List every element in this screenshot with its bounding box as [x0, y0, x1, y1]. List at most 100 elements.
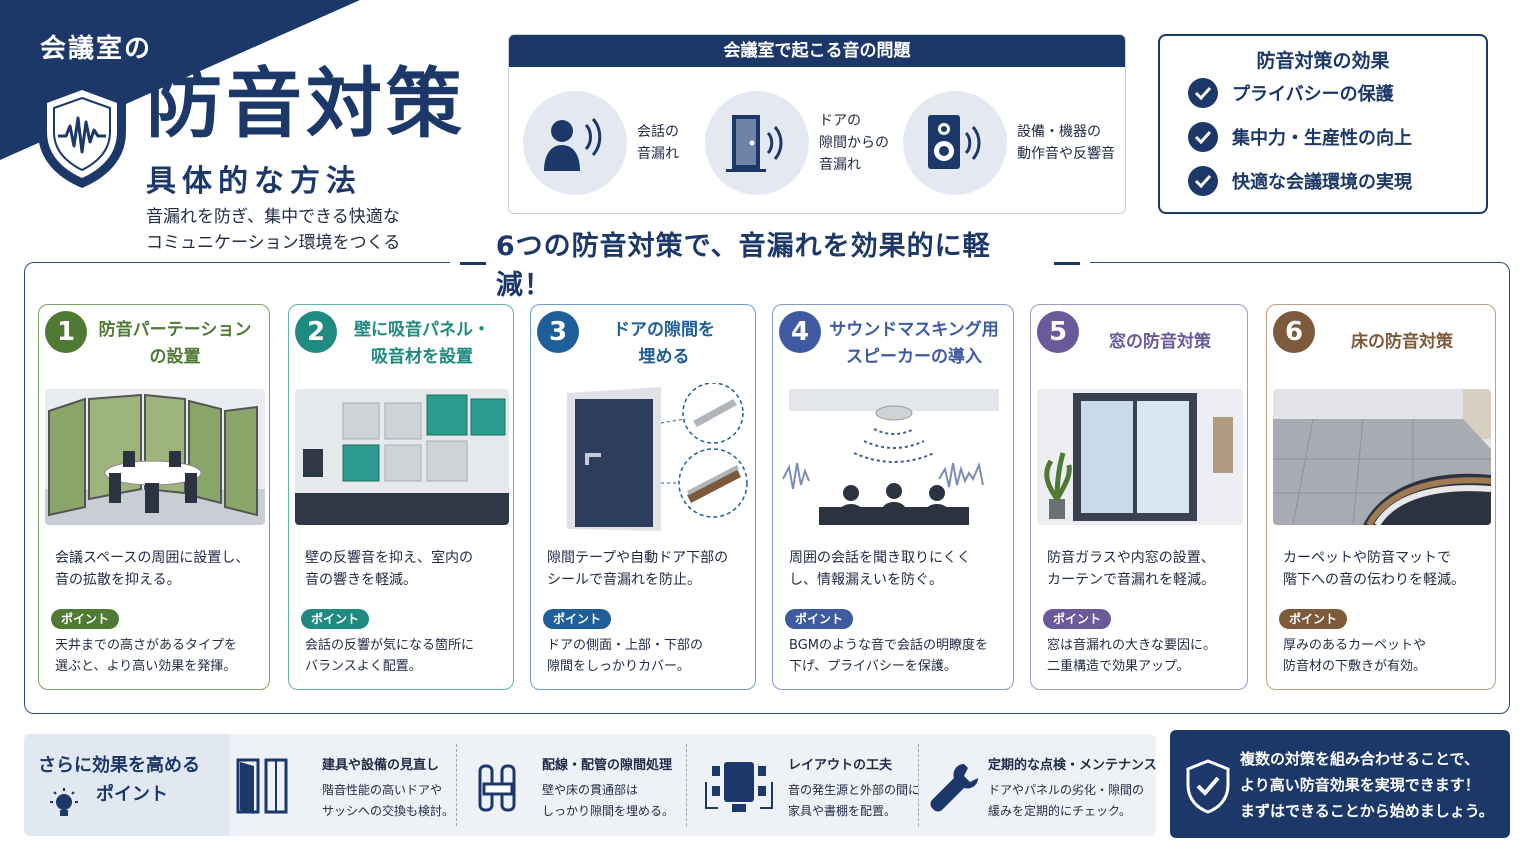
problem-item: 設備・機器の 動作音や反響音 — [903, 91, 1115, 195]
tip-text-line: 階音性能の高いドアや — [322, 783, 443, 797]
door-seal-illustration — [537, 383, 751, 533]
measure-description-line: 会議スペースの周囲に設置し、 — [55, 550, 250, 566]
tip-divider — [686, 744, 687, 826]
tip-divider — [456, 744, 457, 826]
measure-point-line: 天井までの高さがあるタイプを — [55, 638, 238, 653]
measure-point-line: BGMのような音で会話の明瞭度を — [789, 638, 988, 653]
measure-title-line: の設置 — [149, 347, 201, 367]
partition-illustration — [45, 389, 265, 525]
problem-label-line: ドアの — [819, 113, 861, 129]
effect-item: 快適な会議環境の実現 — [1188, 166, 1412, 196]
final-callout: 複数の対策を組み合わせることで、 より高い防音効果を実現できます！ まずはできる… — [1170, 730, 1510, 838]
measure-description-line: シールで音漏れを防止。 — [547, 572, 701, 588]
final-callout-line: まずはできることから始めましょう。 — [1240, 802, 1494, 820]
measure-point-line: 会話の反響が気になる箇所に — [305, 638, 475, 653]
problem-label-line: 設備・機器の — [1017, 124, 1101, 140]
measure-description: 防音ガラスや内窓の設置、 カーテンで音漏れを軽減。 — [1047, 547, 1239, 591]
measure-description-line: 周囲の会話を聞き取りにくく — [789, 550, 971, 566]
tip-text-line: サッシへの交換も検討。 — [322, 804, 455, 818]
problem-label-line: 音漏れ — [637, 146, 679, 162]
effect-label: 快適な会議環境の実現 — [1232, 172, 1412, 193]
measure-point: 厚みのあるカーペットや 防音材の下敷きが有効。 — [1283, 635, 1487, 677]
measure-description-line: 壁の反響音を抑え、室内の — [305, 550, 473, 566]
final-callout-line: より高い防音効果を実現できます！ — [1240, 776, 1480, 794]
point-badge: ポイント — [1279, 609, 1348, 629]
shield-soundwave-icon — [38, 80, 126, 188]
door-icon — [236, 758, 288, 814]
tip-text-line: ドアやパネルの劣化・隙間の — [988, 783, 1145, 797]
tip-text-line: 壁や床の貫通部は — [542, 783, 639, 797]
measure-description: カーペットや防音マットで 階下への音の伝わりを軽減。 — [1283, 547, 1487, 591]
problem-label: 会話の 音漏れ — [637, 121, 679, 165]
tagline: 音漏れを防ぎ、集中できる快適な コミュニケーション環境をつくる — [146, 204, 400, 256]
problem-label-line: 動作音や反響音 — [1017, 146, 1115, 162]
final-callout-text: 複数の対策を組み合わせることで、 より高い防音効果を実現できます！ まずはできる… — [1240, 746, 1494, 824]
measure-number: 6 — [1273, 311, 1315, 353]
measure-card-door-gap: 3 ドアの隙間を 埋める 隙間テープや自動ドア下部の シールで音漏れを防止。 ポ… — [530, 304, 756, 690]
measure-card-sound-masking: 4 サウンドマスキング用 スピーカーの導入 周囲の会話を聞き取りにくく し、情報… — [772, 304, 1014, 690]
tip-item: 配線・配管の隙間処理 壁や床の貫通部は しっかり隙間を埋める。 — [464, 734, 686, 836]
problem-label-line: 隙間からの — [819, 135, 889, 151]
effect-item: プライバシーの保護 — [1188, 78, 1394, 108]
measure-card-window: 5 窓の防音対策 防音ガラスや内窓の設置、 カーテンで音漏れを軽減。 ポイント … — [1030, 304, 1248, 690]
measure-title-line: スピーカーの導入 — [846, 347, 982, 367]
extra-tips-panel: さらに効果を高める ポイント 建具や設備の見直し 階音性能の高いドアや サッシへ… — [24, 734, 1157, 836]
measure-card-floor: 6 床の防音対策 カーペットや防音マットで 階下への音の伝わりを軽減。 ポイント… — [1266, 304, 1496, 690]
measure-point-line: 防音材の下敷きが有効。 — [1283, 659, 1427, 674]
tagline-line: 音漏れを防ぎ、集中できる快適な — [146, 207, 400, 227]
measure-point-line: ドアの側面・上部・下部の — [547, 638, 704, 653]
problem-item: 会話の 音漏れ — [523, 91, 679, 195]
measure-title: ドアの隙間を 埋める — [579, 317, 749, 371]
tip-text-line: しっかり隙間を埋める。 — [542, 804, 675, 818]
check-icon — [1188, 166, 1218, 196]
tagline-line: コミュニケーション環境をつくる — [146, 233, 401, 253]
problem-label: ドアの 隙間からの 音漏れ — [819, 110, 889, 176]
tip-divider — [918, 744, 919, 826]
measure-number: 2 — [295, 311, 337, 353]
measure-description: 周囲の会話を聞き取りにくく し、情報漏えいを防ぐ。 — [789, 547, 1005, 591]
measure-title: 防音パーテーション の設置 — [87, 317, 263, 371]
measure-title: 窓の防音対策 — [1079, 329, 1241, 356]
measure-description: 隙間テープや自動ドア下部の シールで音漏れを防止。 — [547, 547, 747, 591]
final-callout-line: 複数の対策を組み合わせることで、 — [1240, 750, 1479, 768]
effect-item: 集中力・生産性の向上 — [1188, 122, 1412, 152]
measure-point-line: 隙間をしっかりカバー。 — [547, 659, 690, 674]
measure-title-line: ドアの隙間を — [613, 320, 715, 340]
extra-tips-title: さらに効果を高める — [38, 755, 200, 776]
point-badge: ポイント — [301, 609, 370, 629]
measure-point-line: 窓は音漏れの大きな要因に。 — [1047, 638, 1217, 653]
measure-title-line: 窓の防音対策 — [1109, 332, 1211, 352]
pipe-icon — [478, 764, 516, 812]
measure-description-line: カーテンで音漏れを軽減。 — [1047, 572, 1215, 588]
measure-number: 1 — [45, 311, 87, 353]
measure-point: 会話の反響が気になる箇所に バランスよく配置。 — [305, 635, 505, 677]
measure-number: 5 — [1037, 311, 1079, 353]
measure-description: 会議スペースの周囲に設置し、 音の拡散を抑える。 — [55, 547, 261, 591]
speaker-icon — [903, 91, 1007, 195]
tip-text: 階音性能の高いドアや サッシへの交換も検討。 — [322, 780, 454, 822]
measure-description-line: し、情報漏えいを防ぐ。 — [789, 572, 943, 588]
effects-panel: 防音対策の効果 プライバシーの保護 集中力・生産性の向上 快適な会議環境の実現 — [1158, 34, 1488, 214]
measure-title-line: 壁に吸音パネル・ — [354, 320, 490, 340]
extra-tips-label: さらに効果を高める ポイント — [24, 734, 230, 836]
sound-problems-panel: 会議室で起こる音の問題 会話の 音漏れ — [508, 34, 1126, 214]
measures-headline: 6つの防音対策で、音漏れを効果的に軽減！ — [450, 231, 1090, 301]
measure-title-line: 床の防音対策 — [1351, 332, 1453, 352]
point-badge: ポイント — [51, 609, 120, 629]
page-title: 防音対策 — [146, 59, 466, 148]
sound-problems-title: 会議室で起こる音の問題 — [509, 35, 1125, 67]
effect-label: プライバシーの保護 — [1232, 84, 1394, 105]
problem-item: ドアの 隙間からの 音漏れ — [705, 91, 889, 195]
headline-dash — [460, 261, 486, 265]
measure-title-line: 吸音材を設置 — [371, 347, 473, 367]
measure-point-line: 下げ、プライバシーを保護。 — [789, 659, 957, 674]
problem-label: 設備・機器の 動作音や反響音 — [1017, 121, 1115, 165]
measure-point-line: 厚みのあるカーペットや — [1283, 638, 1427, 653]
tip-title: レイアウトの工夫 — [788, 758, 893, 773]
check-icon — [1188, 78, 1218, 108]
page-title-sub: 具体的な方法 — [146, 164, 362, 199]
measure-point: 窓は音漏れの大きな要因に。 二重構造で効果アップ。 — [1047, 635, 1239, 677]
effects-title: 防音対策の効果 — [1256, 50, 1390, 72]
point-badge: ポイント — [1043, 609, 1112, 629]
measure-point-line: 二重構造で効果アップ。 — [1047, 659, 1190, 674]
